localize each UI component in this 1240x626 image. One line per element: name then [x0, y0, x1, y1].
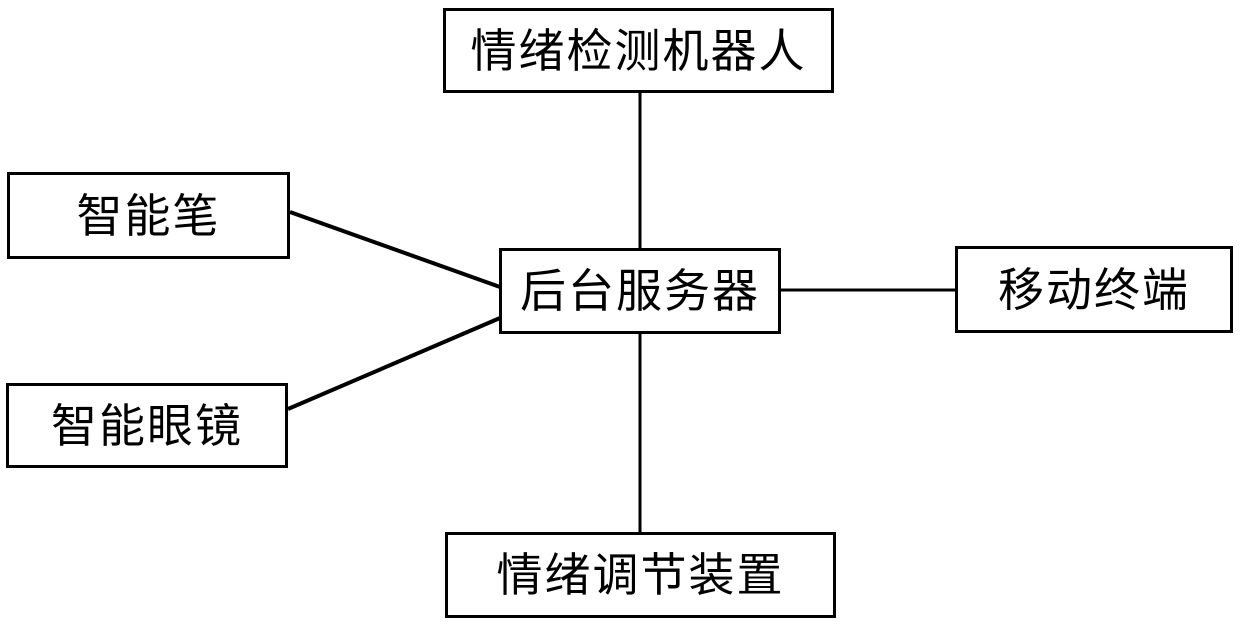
node-mobile-terminal: 移动终端	[955, 246, 1233, 333]
node-emotion-detection-robot: 情绪检测机器人	[443, 8, 834, 93]
node-label: 情绪调节装置	[496, 548, 785, 602]
node-backend-server: 后台服务器	[499, 248, 781, 334]
node-smart-pen: 智能笔	[7, 172, 290, 259]
node-label: 智能笔	[76, 188, 221, 243]
node-label: 智能眼镜	[51, 398, 243, 453]
node-label: 移动终端	[998, 262, 1190, 317]
edge-glasses-server	[287, 316, 501, 411]
edge-pen-server	[289, 210, 501, 289]
node-smart-glasses: 智能眼镜	[6, 383, 288, 468]
node-label: 后台服务器	[520, 264, 760, 318]
node-label: 情绪检测机器人	[470, 23, 807, 78]
node-emotion-regulation-device: 情绪调节装置	[445, 532, 836, 618]
